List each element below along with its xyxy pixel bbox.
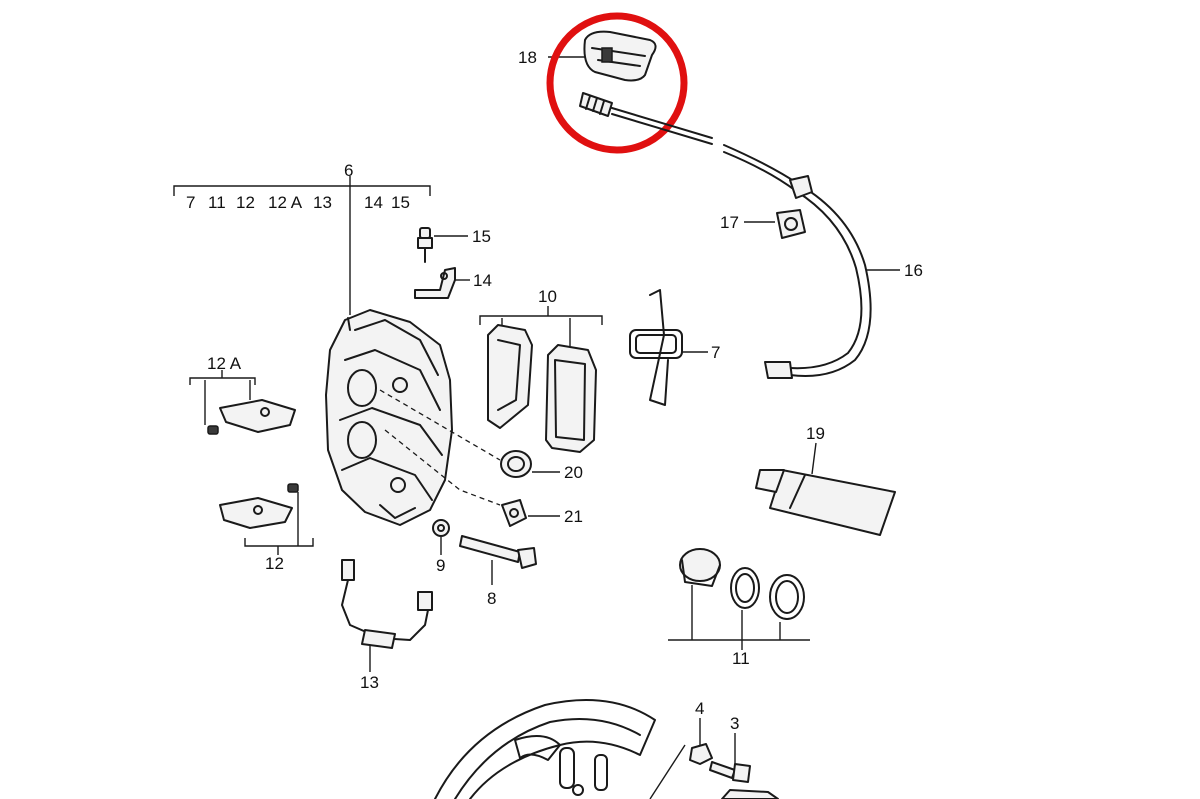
part-13-brake-line: [341, 559, 433, 672]
label-8: 8: [487, 589, 496, 608]
part-20-damper: [379, 389, 560, 478]
part-10-brake-pads: [479, 306, 603, 453]
part-16-wear-sensor-cable: [611, 107, 900, 379]
label-14: 14: [473, 271, 492, 290]
part-17-cable-clip: [744, 209, 806, 239]
highlight-circle: [546, 12, 688, 154]
label-3: 3: [730, 714, 739, 733]
group-label: 13: [313, 193, 332, 212]
caliper-group-bracket: [173, 176, 431, 315]
label-9: 9: [436, 556, 445, 575]
brake-dust-shield: [434, 699, 686, 799]
label-6: 6: [344, 161, 353, 180]
label-4: 4: [695, 699, 704, 718]
part-15-bleeder-valve: [417, 227, 468, 263]
label-13: 13: [360, 673, 379, 692]
group-label: 15: [391, 193, 410, 212]
label-18: 18: [518, 48, 537, 67]
part-3-bolt: [709, 733, 751, 783]
hub-partial: [721, 789, 779, 799]
part-7-anti-rattle-spring: [629, 289, 708, 406]
caliper-body: [325, 309, 453, 526]
caliper-group-list: 7 11 12 12 A 13 14 15: [186, 193, 410, 212]
part-19-paste-tube: [755, 442, 896, 536]
label-12a: 12 A: [207, 354, 242, 373]
group-label: 12 A: [268, 193, 303, 212]
group-label: 12: [236, 193, 255, 212]
label-20: 20: [564, 463, 583, 482]
part-16-sensor-plug: [579, 92, 613, 117]
label-12: 12: [265, 554, 284, 573]
part-12a-plate: [189, 370, 296, 435]
part-8-bolt: [459, 535, 537, 585]
label-17: 17: [720, 213, 739, 232]
part-9-nut: [432, 519, 450, 555]
group-label: 7: [186, 193, 195, 212]
part-12-plate: [219, 483, 314, 555]
label-10: 10: [538, 287, 557, 306]
part-18-sensor-clip: [548, 30, 657, 82]
label-11: 11: [732, 649, 750, 668]
label-19: 19: [806, 424, 825, 443]
label-21: 21: [564, 507, 583, 526]
label-16: 16: [904, 261, 923, 280]
group-label: 14: [364, 193, 383, 212]
group-label: 11: [208, 193, 226, 212]
part-4-nut: [689, 718, 713, 765]
part-21-damper: [384, 429, 560, 527]
part-11-piston-seals: [668, 548, 810, 650]
label-7: 7: [711, 343, 720, 362]
part-14-bracket: [414, 267, 470, 299]
label-15: 15: [472, 227, 491, 246]
